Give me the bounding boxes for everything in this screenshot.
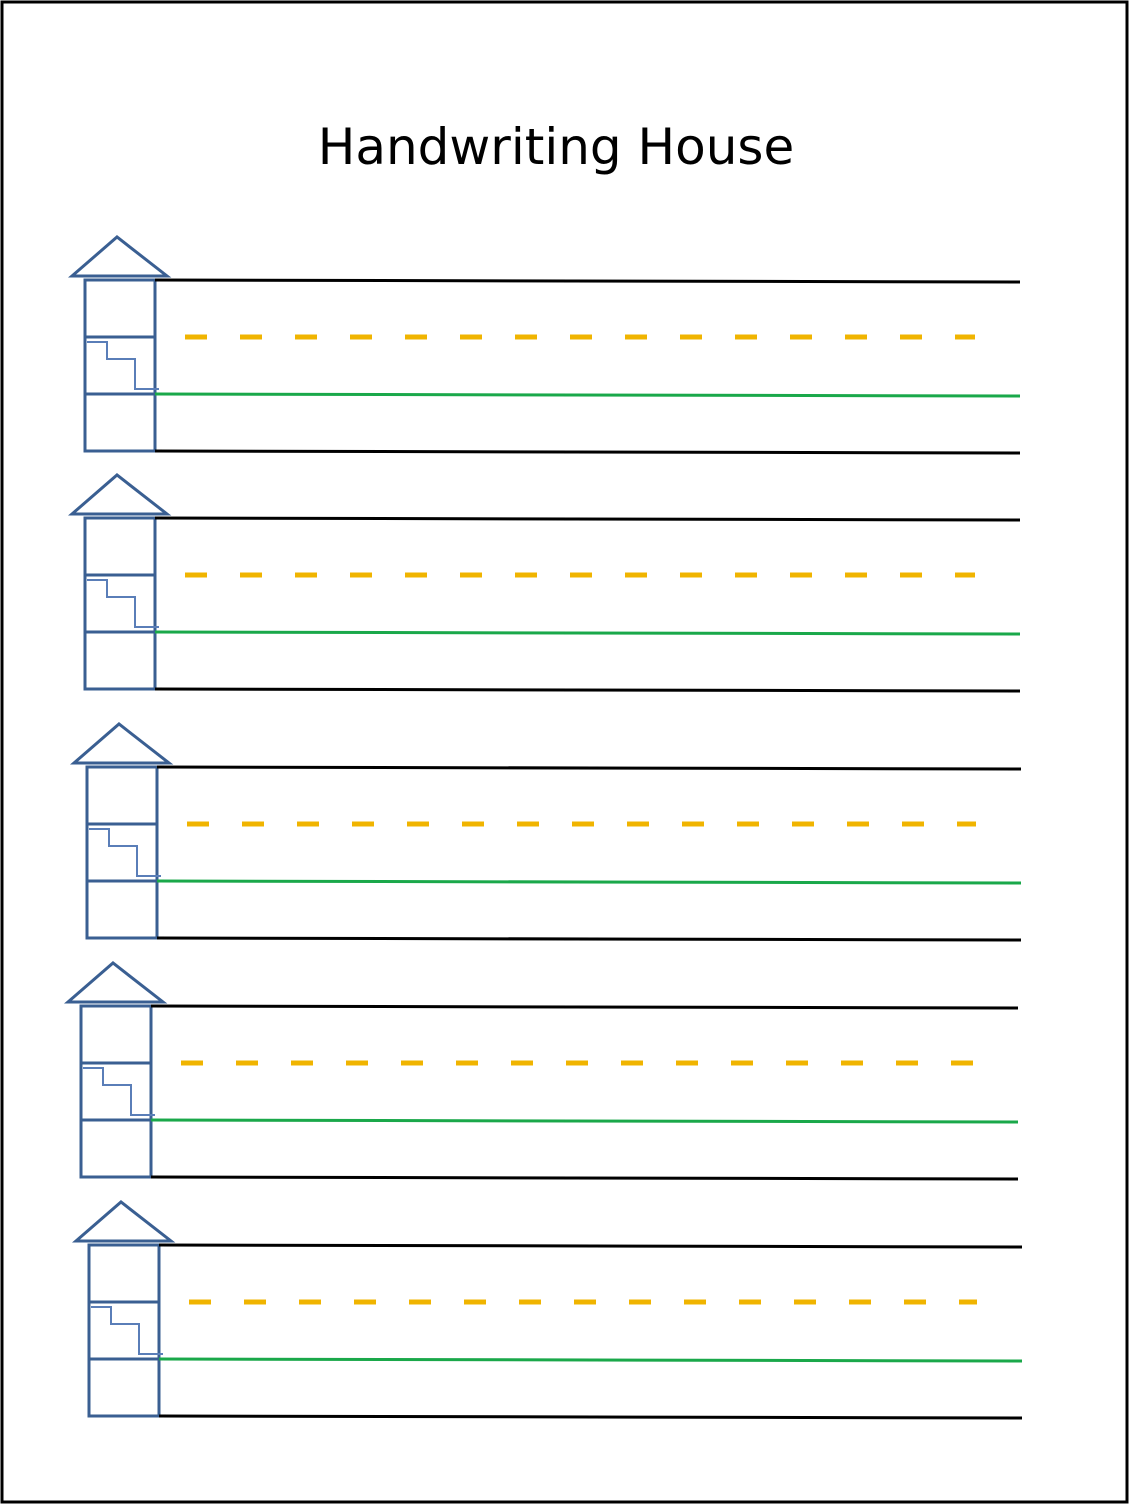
bottom-line	[154, 687, 1021, 693]
stairs-icon	[89, 828, 161, 877]
top-line	[158, 1243, 1023, 1249]
house-body	[87, 1243, 161, 1418]
house-body	[83, 278, 157, 453]
row-3	[69, 722, 1022, 942]
base-line	[158, 1357, 1023, 1363]
base-line	[156, 879, 1022, 885]
stairs-icon	[91, 1306, 163, 1355]
base-line	[150, 1118, 1019, 1124]
house-roof-icon	[67, 235, 172, 278]
stairs-icon	[83, 1067, 155, 1116]
bottom-line	[154, 449, 1021, 455]
house-roof-icon	[69, 722, 174, 765]
top-line	[150, 1004, 1019, 1010]
base-line	[154, 392, 1021, 398]
house-roof-icon	[63, 961, 168, 1004]
bottom-line	[150, 1175, 1019, 1181]
page-title: Handwriting House	[317, 118, 795, 176]
row-5	[71, 1200, 1023, 1420]
stairs-icon	[87, 579, 159, 628]
top-line	[156, 765, 1022, 771]
top-line	[154, 516, 1021, 522]
house-roof-icon	[71, 1200, 176, 1243]
house-body	[85, 765, 159, 940]
house-body	[83, 516, 157, 691]
base-line	[154, 630, 1021, 636]
row-1	[67, 235, 1021, 455]
top-line	[154, 278, 1021, 284]
row-4	[63, 961, 1019, 1181]
row-2	[67, 473, 1021, 693]
house-roof-icon	[67, 473, 172, 516]
bottom-line	[158, 1414, 1023, 1420]
stairs-icon	[87, 341, 159, 390]
bottom-line	[156, 936, 1022, 942]
house-body	[79, 1004, 153, 1179]
